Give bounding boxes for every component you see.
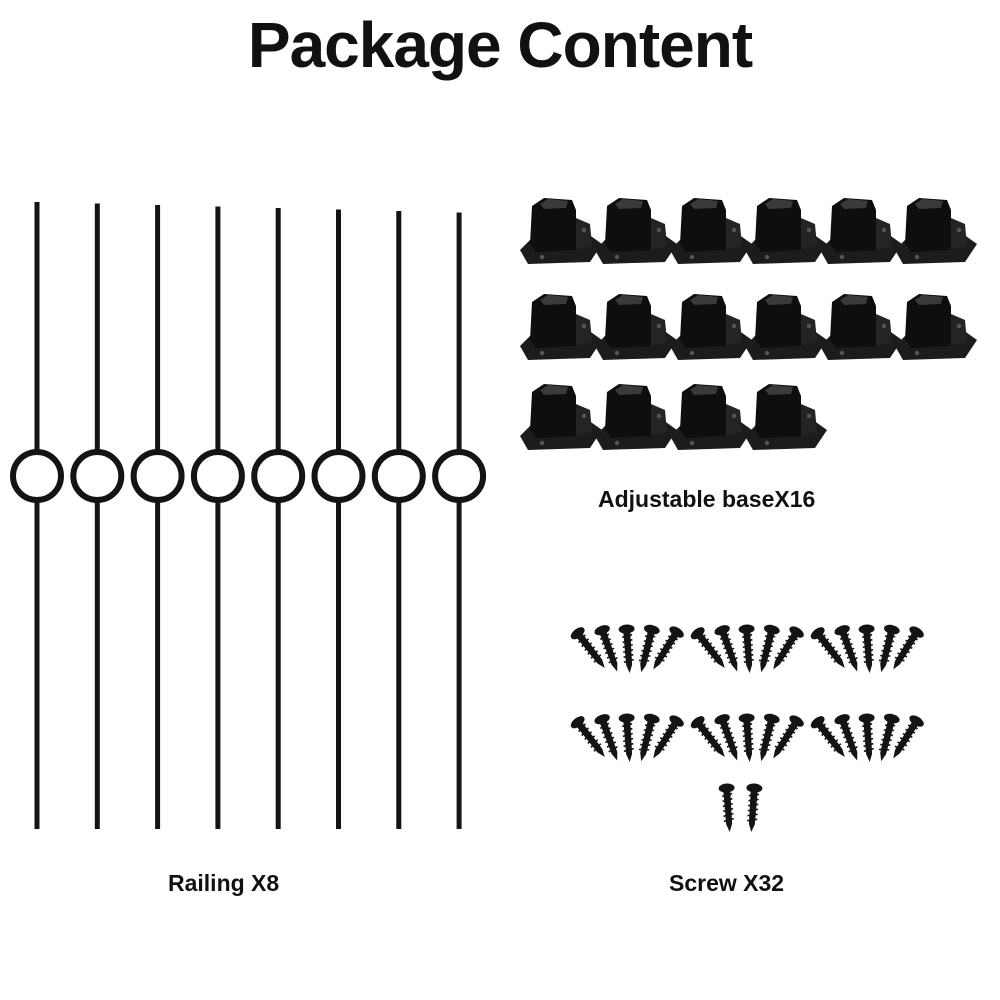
adjustable-base [595, 198, 677, 264]
adjustable-base [520, 198, 602, 264]
adjustable-base [595, 294, 677, 360]
screw [858, 713, 875, 762]
adjustable-base [895, 198, 977, 264]
screw [758, 713, 780, 762]
screw [834, 714, 858, 761]
railing [311, 209, 366, 829]
screw [810, 627, 845, 668]
screw [653, 715, 684, 759]
screw [878, 624, 900, 673]
screw [570, 716, 605, 757]
adjustable-base [820, 198, 902, 264]
railing [130, 205, 185, 829]
screw [878, 713, 900, 762]
screw [638, 624, 660, 673]
screw [570, 627, 605, 668]
adjustable-base [670, 384, 752, 450]
screw [638, 713, 660, 762]
screw [714, 714, 738, 761]
screw [773, 715, 804, 759]
screw [618, 624, 635, 673]
screw [690, 716, 725, 757]
screw-caption: Screw X32 [669, 870, 785, 896]
screw [858, 624, 875, 673]
adjustable-base [670, 198, 752, 264]
screw [594, 714, 618, 761]
screw [893, 715, 924, 759]
adjustable-base [520, 294, 602, 360]
screw [746, 783, 763, 832]
adjustable-base [745, 384, 827, 450]
adjustable-base-group [520, 198, 977, 450]
railing-group [10, 202, 487, 829]
screw-group [570, 624, 924, 832]
screw [690, 627, 725, 668]
adjustable-base [670, 294, 752, 360]
screw [773, 626, 804, 670]
adjustable-base [820, 294, 902, 360]
railing [70, 203, 125, 829]
railing [371, 211, 426, 829]
screw [594, 625, 618, 672]
adjustable-base [595, 384, 677, 450]
screw [718, 783, 735, 832]
adjustable-base [520, 384, 602, 450]
screw [810, 716, 845, 757]
adjustable-base [745, 294, 827, 360]
screw [893, 626, 924, 670]
screw [714, 625, 738, 672]
adjustable-base-caption: Adjustable baseX16 [598, 486, 816, 512]
screw [738, 713, 755, 762]
screw [834, 625, 858, 672]
screw [653, 626, 684, 670]
screw [738, 624, 755, 673]
screw [758, 624, 780, 673]
adjustable-base [895, 294, 977, 360]
screw [618, 713, 635, 762]
railing [432, 212, 487, 829]
railing [251, 208, 306, 829]
railing [10, 202, 64, 829]
adjustable-base [745, 198, 827, 264]
page-title: Package Content [247, 9, 753, 81]
railing [190, 206, 245, 829]
railing-caption: Railing X8 [168, 870, 280, 896]
